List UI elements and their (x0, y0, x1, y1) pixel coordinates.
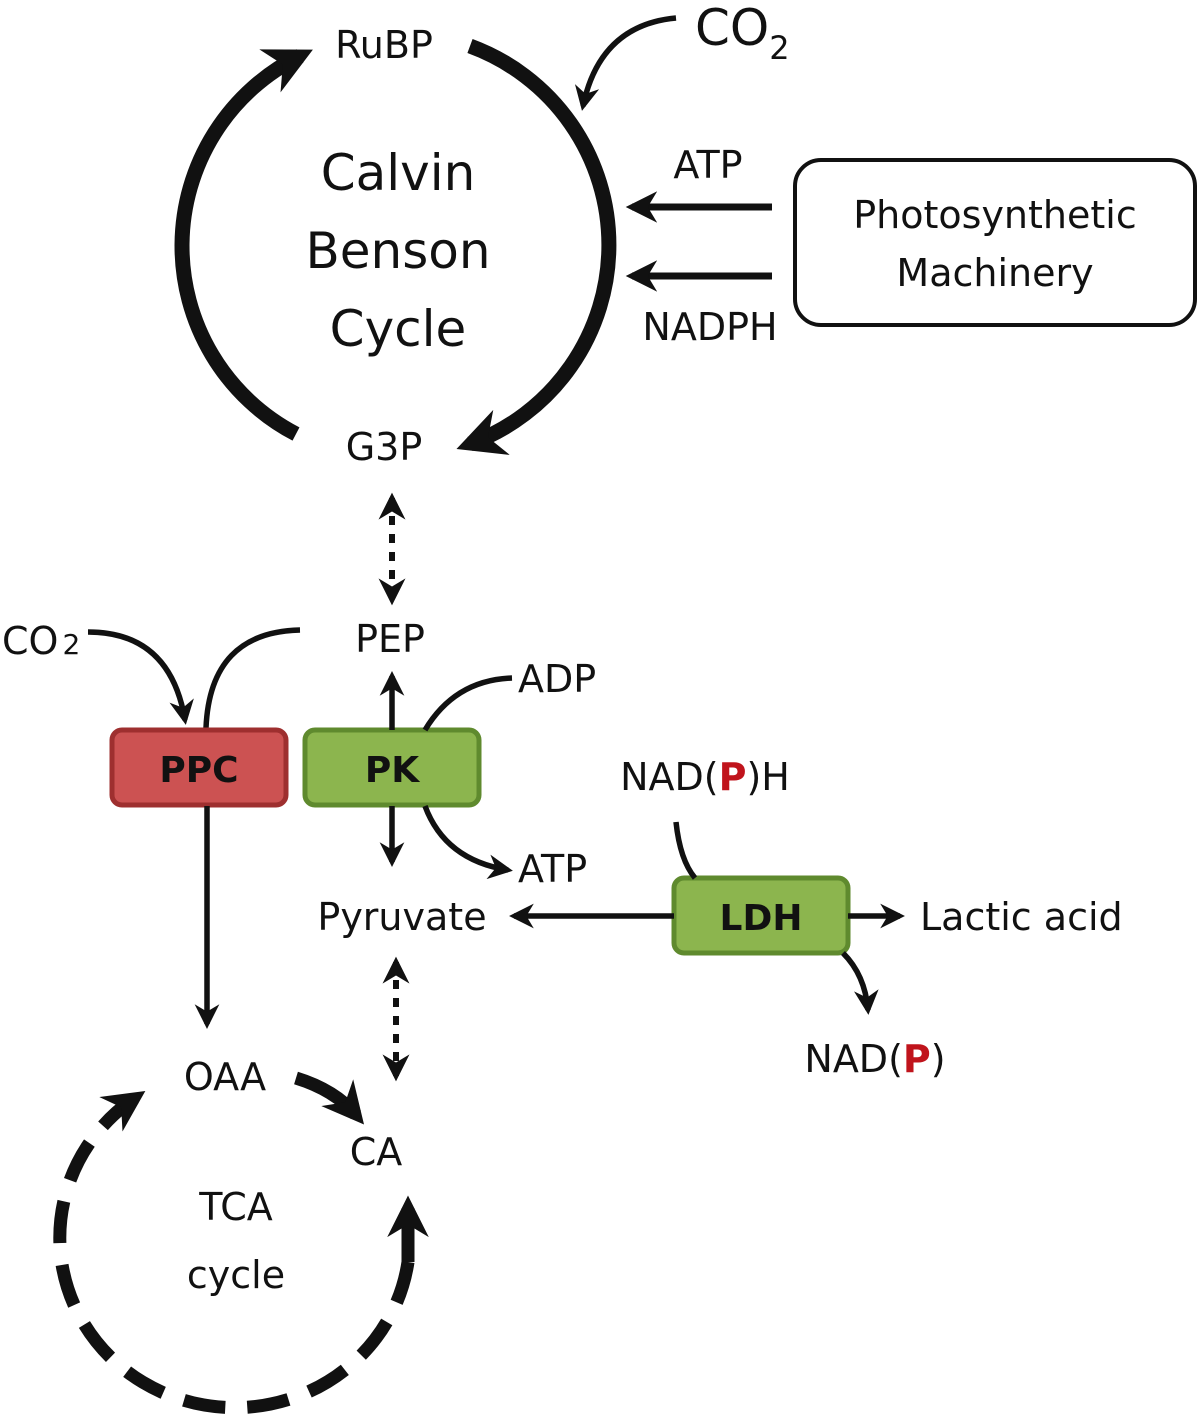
ca-label: CA (350, 1130, 403, 1174)
atp-label-top: ATP (673, 143, 742, 187)
co2-left-arrow (87, 629, 194, 725)
ldh-label: LDH (720, 898, 803, 939)
co2-top-sub: 2 (769, 29, 789, 67)
nadp-red: P (903, 1037, 931, 1081)
tca-title-line1: TCA (198, 1185, 273, 1229)
pep-to-ppc-curve (203, 627, 301, 729)
calvin-title-line2: Benson (305, 222, 490, 280)
pk-label: PK (365, 750, 420, 791)
nadph-label: NADPH (642, 305, 777, 349)
calvin-title-line1: Calvin (321, 144, 476, 202)
co2-left-main: CO (2, 619, 58, 663)
photosynthetic-machinery-box (793, 158, 1197, 327)
co2-top-arrow (574, 15, 677, 111)
adp-label: ADP (518, 657, 596, 701)
tca-title-line2: cycle (187, 1253, 285, 1297)
tca-cycle-dashed-arc (53, 1091, 415, 1415)
ppc-label: PPC (159, 750, 238, 791)
calvin-cycle-arc-left (174, 49, 313, 441)
pk-atp-curve (422, 805, 513, 880)
ldh-to-nadp-curve (841, 951, 879, 1015)
calvin-cycle-arc-right (456, 38, 617, 455)
ppc-enzyme-box (109, 727, 289, 808)
machinery-line1: Photosynthetic (853, 193, 1136, 237)
nadph-ldh-red: P (719, 755, 747, 799)
co2-left-sub: 2 (62, 628, 80, 661)
oaa-to-ca-arrow (294, 1071, 365, 1125)
nadph-to-ldh-curve (673, 821, 698, 880)
lactic-acid-label: Lactic acid (920, 895, 1123, 939)
nadp-pre: NAD( (804, 1037, 903, 1081)
nadp-post: ) (931, 1037, 946, 1081)
g3p-label: G3P (346, 425, 423, 469)
nadp-label: NAD(P) (804, 1037, 945, 1081)
atp-label-pk: ATP (518, 847, 587, 891)
pyruvate-label: Pyruvate (317, 895, 486, 939)
adp-curve (422, 675, 513, 732)
nadph-ldh-label: NAD(P)H (620, 755, 790, 799)
oaa-label: OAA (184, 1055, 266, 1099)
nadph-ldh-pre: NAD( (620, 755, 719, 799)
co2-input-top: CO2 (695, 0, 790, 67)
co2-top-main: CO (695, 0, 769, 57)
calvin-title-line3: Cycle (330, 300, 467, 358)
machinery-line2: Machinery (896, 251, 1093, 295)
rubp-label: RuBP (335, 23, 433, 67)
pep-label: PEP (355, 617, 425, 661)
nadph-ldh-post: )H (746, 755, 789, 799)
